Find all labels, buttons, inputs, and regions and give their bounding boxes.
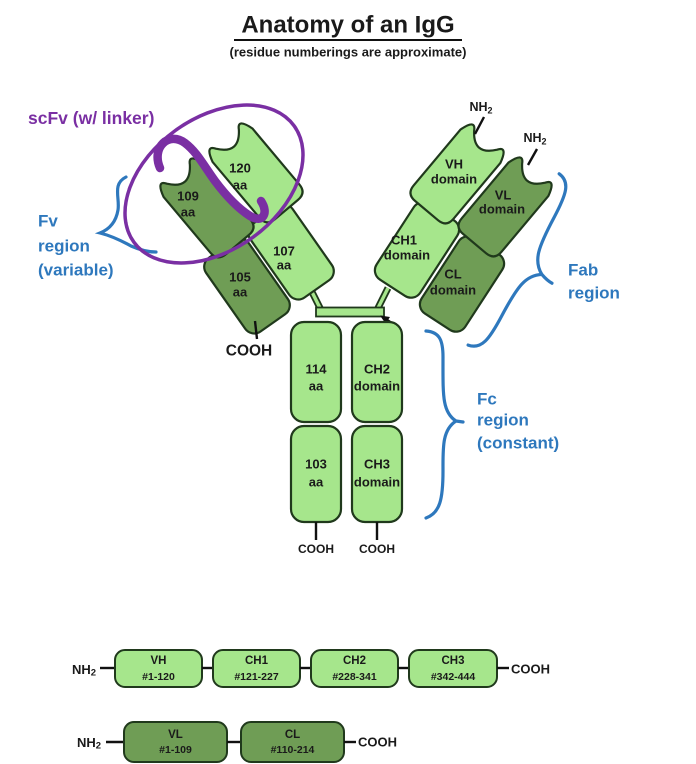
- stem-ch3-aa-unit: aa: [309, 475, 324, 490]
- light-cl-range: #110-214: [271, 744, 315, 756]
- fab-region-label-1: Fab: [568, 261, 598, 280]
- nh2-tick-vl: [526, 148, 539, 166]
- nh2-label-vh: NH2: [469, 100, 492, 116]
- heavy-ch3-name: CH3: [441, 655, 464, 667]
- stem-ch2-aa-unit: aa: [309, 379, 324, 394]
- fab-region-label-2: region: [568, 284, 620, 303]
- heavy-chain-nh2: NH2: [72, 662, 96, 679]
- fv-region-label-2: region: [38, 237, 90, 256]
- right-vh-label: VH: [445, 157, 463, 172]
- fab-region-brace: [466, 172, 568, 348]
- heavy-ch1-range: #121-227: [234, 671, 279, 683]
- right-vl-label2: domain: [479, 202, 525, 217]
- nh2-tick-vh: [473, 116, 486, 135]
- heavy-vh-range: #1-120: [142, 671, 175, 683]
- light-cl-box: [240, 721, 345, 763]
- right-cl-label2: domain: [430, 283, 476, 298]
- left-vh-aa-count: 120: [229, 161, 251, 176]
- left-vl-aa-count: 109: [177, 189, 199, 204]
- fc-region-label-3: (constant): [477, 434, 559, 453]
- right-vl-label: VL: [495, 188, 512, 203]
- heavy-chain-cooh: COOH: [511, 662, 550, 677]
- stem-ch2-domain-box: [350, 320, 404, 424]
- hinge-disulfide-bonds: [315, 306, 385, 318]
- right-ch1-label: CH1: [391, 233, 417, 248]
- left-ch1-aa-unit: aa: [277, 258, 292, 273]
- left-vh-aa-unit: aa: [233, 178, 248, 193]
- left-cooh-tick: [253, 320, 259, 340]
- left-cl-aa-count: 105: [229, 270, 251, 285]
- fc-region-brace: [424, 329, 465, 520]
- page-title: Anatomy of an IgG: [241, 12, 454, 39]
- page-subtitle: (residue numberings are approximate): [230, 45, 467, 60]
- left-ch1-aa-count: 107: [273, 244, 295, 259]
- light-cl-name: CL: [285, 729, 300, 741]
- stem-cooh-label-right: COOH: [359, 542, 395, 556]
- stem-ch2-label: CH2: [364, 362, 390, 377]
- hinge-arrow-head: [380, 315, 390, 324]
- left-vl-aa-unit: aa: [181, 205, 196, 220]
- left-fab-arm: 120 aa 109 aa 107 aa 105 aa COOH: [155, 118, 340, 360]
- right-fab-arm: VH domain VL domain CH1 domain CL domain…: [369, 100, 557, 338]
- heavy-ch3-range: #342-444: [431, 671, 476, 683]
- heavy-ch1-name: CH1: [245, 655, 269, 667]
- light-vl-box: [123, 721, 228, 763]
- fv-region-label-3: (variable): [38, 261, 114, 280]
- stem-ch3-label: CH3: [364, 457, 390, 472]
- light-chain-cooh: COOH: [358, 735, 397, 750]
- light-chain-map: NH2 COOH VL #1-109 CL #110-214: [77, 721, 397, 763]
- fc-stem: 114 aa CH2 domain 103 aa CH3 domain COOH…: [289, 320, 404, 556]
- heavy-ch2-name: CH2: [343, 655, 366, 667]
- nh2-label-vl: NH2: [523, 131, 546, 147]
- light-chain-nh2: NH2: [77, 735, 101, 752]
- right-vh-label2: domain: [431, 172, 477, 187]
- light-vl-name: VL: [168, 729, 183, 741]
- right-cl-label: CL: [444, 267, 461, 282]
- scfv-ellipse: [123, 103, 305, 265]
- fv-region-label-1: Fv: [38, 212, 58, 231]
- left-cooh-label: COOH: [226, 343, 273, 360]
- scfv-annotation: scFv (w/ linker): [28, 103, 305, 265]
- heavy-vh-name: VH: [151, 655, 167, 667]
- scfv-linker-curve: [153, 134, 269, 223]
- heavy-chain-map: NH2 COOH VH #1-120 CH1 #121-227 CH2 #228…: [72, 649, 550, 688]
- scfv-label: scFv (w/ linker): [28, 108, 154, 128]
- left-cl-aa-unit: aa: [233, 285, 248, 300]
- region-annotations: Fv region (variable) Fab region Fc regio…: [38, 172, 620, 520]
- stem-cooh-label-left: COOH: [298, 542, 334, 556]
- heavy-ch2-range: #228-341: [332, 671, 377, 683]
- fc-region-label-2: region: [477, 411, 529, 430]
- right-ch1-label2: domain: [384, 248, 430, 263]
- stem-ch3-aa-count: 103: [305, 457, 327, 472]
- stem-ch2-label2: domain: [354, 379, 400, 394]
- light-vl-range: #1-109: [159, 744, 192, 756]
- stem-ch2-aa-count: 114: [306, 362, 328, 377]
- stem-ch2-aa-box: [289, 320, 343, 424]
- fc-region-label-1: Fc: [477, 390, 497, 409]
- stem-ch3-label2: domain: [354, 475, 400, 490]
